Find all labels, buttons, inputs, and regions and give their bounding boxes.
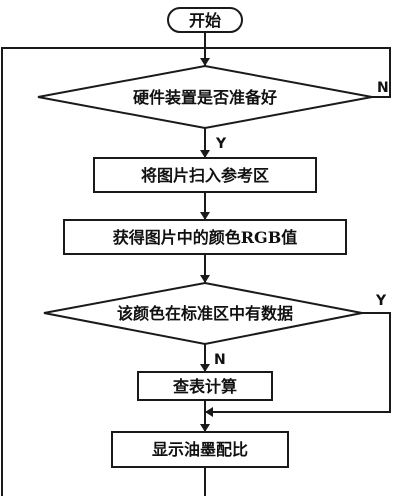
data-decision-label: 该颜色在标准区中有数据 xyxy=(117,304,293,323)
data-decision-shape xyxy=(43,281,363,346)
hardware-decision-label: 硬件装置是否准备好 xyxy=(133,88,277,107)
lookup-step: 查表计算 xyxy=(137,371,273,401)
hardware-decision: 硬件装置是否准备好 xyxy=(37,64,373,130)
lookup-step-shape xyxy=(137,371,273,401)
data-decision: 该颜色在标准区中有数据 xyxy=(43,281,363,346)
arrow-to-display xyxy=(200,424,210,432)
arrow-yes-merge xyxy=(205,407,213,417)
lookup-step-label: 查表计算 xyxy=(173,377,237,396)
connector-left-loop xyxy=(1,47,205,496)
arrowheads xyxy=(200,58,213,432)
scan-step-shape xyxy=(93,157,317,193)
arrow-to-decision xyxy=(200,275,210,283)
hardware-decision-shape xyxy=(37,64,373,130)
start-terminal: 开始 xyxy=(167,7,243,33)
connectors xyxy=(1,32,391,496)
connector-decision-yes-bypass xyxy=(205,312,391,413)
rgb-step: 获得图片中的颜色RGB值 xyxy=(63,219,347,255)
display-step-shape xyxy=(111,431,289,468)
rgb-step-shape xyxy=(63,219,347,255)
hardware-no-label: N xyxy=(377,80,389,96)
data-no-label: N xyxy=(214,352,226,368)
display-step-label: 显示油墨配比 xyxy=(152,440,248,459)
rgb-step-label: 获得图片中的颜色RGB值 xyxy=(113,228,298,247)
start-label: 开始 xyxy=(189,11,221,30)
arrow-to-rgb xyxy=(200,212,210,220)
scan-step-label: 将图片扫入参考区 xyxy=(141,166,269,185)
arrow-to-scan xyxy=(200,150,210,158)
data-yes-label: Y xyxy=(375,293,387,309)
start-shape xyxy=(167,7,243,33)
connector-hardware-no-loop xyxy=(205,47,391,98)
scan-step: 将图片扫入参考区 xyxy=(93,157,317,193)
arrow-to-hardware xyxy=(200,58,210,66)
hardware-yes-label: Y xyxy=(215,136,227,152)
display-step: 显示油墨配比 xyxy=(111,431,289,468)
arrow-to-lookup xyxy=(200,364,210,372)
